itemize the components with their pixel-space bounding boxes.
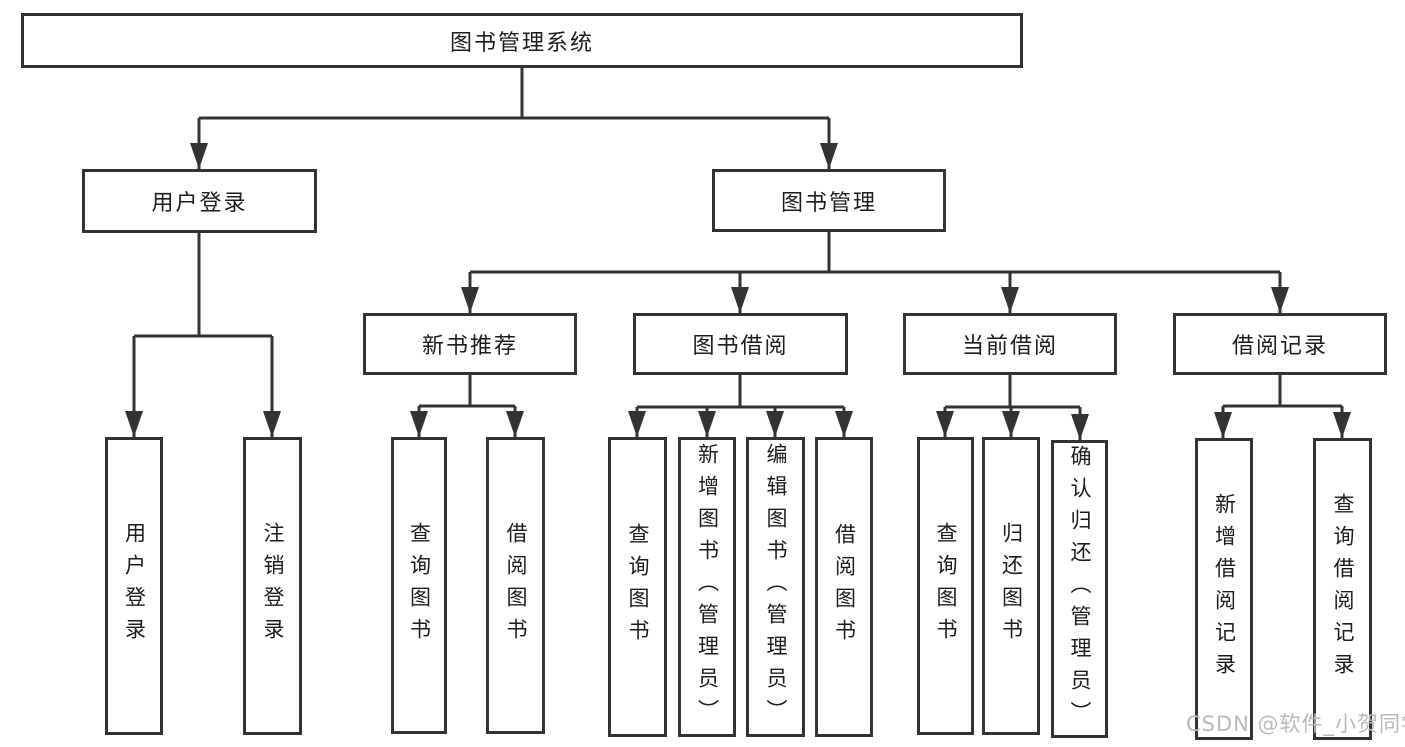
- leaf-edit-book-admin: 编辑图书（管理员）: [746, 437, 805, 737]
- node-book-management: 图书管理: [712, 169, 946, 232]
- leaf-confirm-return-admin: 确认归还（管理员）: [1051, 440, 1108, 738]
- node-new-book-recommend-label: 新书推荐: [421, 334, 518, 359]
- node-user-login: 用户登录: [82, 169, 317, 233]
- leaf-return-books: 归还图书: [982, 437, 1040, 735]
- leaf-add-book-admin-label: 新增图书（管理员）: [695, 443, 720, 731]
- node-book-management-label: 图书管理: [780, 190, 877, 216]
- leaf-logout-login-label: 注销登录: [261, 522, 285, 650]
- leaf-query-books-borrow-label: 查询图书: [626, 523, 650, 651]
- leaf-user-login: 用户登录: [105, 437, 163, 735]
- arrowheads: [125, 143, 1351, 440]
- leaf-query-books-current: 查询图书: [917, 437, 974, 735]
- leaf-borrow-books-recommend: 借阅图书: [486, 437, 545, 734]
- leaf-borrow-books-recommend-label: 借阅图书: [504, 521, 528, 650]
- leaf-add-borrow-record: 新增借阅记录: [1195, 438, 1253, 740]
- leaf-add-book-admin: 新增图书（管理员）: [678, 437, 736, 737]
- leaf-borrow-books-label: 借阅图书: [832, 523, 857, 651]
- node-root: 图书管理系统: [21, 13, 1023, 68]
- leaf-return-books-label: 归还图书: [999, 522, 1024, 650]
- leaf-query-books-recommend-label: 查询图书: [407, 521, 432, 650]
- leaf-add-borrow-record-label: 新增借阅记录: [1212, 493, 1237, 685]
- node-new-book-recommend: 新书推荐: [363, 313, 577, 375]
- csdn-watermark: CSDN @软件_小贺同学: [1186, 712, 1405, 736]
- leaf-query-books-borrow: 查询图书: [608, 437, 667, 737]
- leaf-query-books-recommend: 查询图书: [391, 437, 447, 734]
- node-borrow-records-label: 借阅记录: [1231, 334, 1328, 359]
- node-current-borrow: 当前借阅: [903, 313, 1117, 375]
- leaf-query-borrow-record: 查询借阅记录: [1313, 438, 1372, 740]
- leaf-logout-login: 注销登录: [243, 437, 302, 735]
- leaf-confirm-return-admin-label: 确认归还（管理员）: [1068, 445, 1092, 733]
- node-book-borrow: 图书借阅: [633, 313, 848, 375]
- leaf-user-login-label: 用户登录: [122, 522, 147, 650]
- leaf-query-borrow-record-label: 查询借阅记录: [1331, 493, 1355, 685]
- node-user-login-label: 用户登录: [151, 191, 248, 216]
- node-borrow-records: 借阅记录: [1173, 313, 1387, 375]
- node-book-borrow-label: 图书借阅: [692, 334, 789, 359]
- leaf-query-books-current-label: 查询图书: [934, 522, 958, 650]
- leaf-borrow-books: 借阅图书: [815, 437, 873, 737]
- node-root-label: 图书管理系统: [449, 30, 594, 56]
- node-current-borrow-label: 当前借阅: [961, 334, 1058, 359]
- leaf-edit-book-admin-label: 编辑图书（管理员）: [764, 443, 788, 731]
